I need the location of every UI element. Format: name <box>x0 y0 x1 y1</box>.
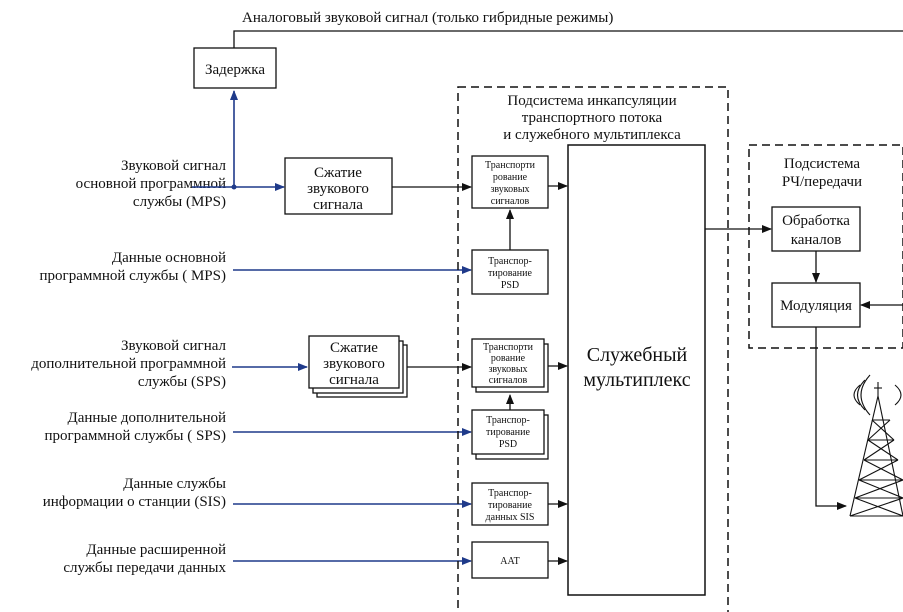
delay-label: Задержка <box>205 62 265 78</box>
codec-mps-label-1: Сжатие <box>314 165 362 181</box>
mod-to-antenna-line <box>815 327 847 510</box>
codec-mps-label-3: сигнала <box>313 197 363 213</box>
transport-psd-sps-box <box>471 409 545 455</box>
rf-title-2: РЧ/передачи <box>782 174 862 190</box>
transport-audio-mps-label-4: сигналов <box>491 196 530 207</box>
transport-audio-mps-label-1: Транспорти <box>485 160 536 171</box>
transport-psd-sps-label-2: тирование <box>486 427 530 438</box>
codec-sps-label-2: звукового <box>323 356 385 372</box>
transport-audio-sps-label-2: рование <box>491 353 526 364</box>
channel-processing-label-2: каналов <box>791 232 842 248</box>
codec-mps-label-2: звукового <box>307 181 369 197</box>
analog-signal-line <box>233 30 903 48</box>
transport-psd-sps-label-3: PSD <box>499 439 517 450</box>
transport-psd-sps-label-1: Транспор- <box>486 415 530 426</box>
sps-audio-label-2: дополнительной программной <box>31 356 226 372</box>
transport-psd-mps-label-3: PSD <box>501 280 519 291</box>
transport-audio-sps-label-1: Транспорти <box>483 342 534 353</box>
encap-title-1: Подсистема инкапсуляции <box>507 93 676 109</box>
antenna-tower-icon <box>849 374 903 517</box>
aad-label-1: Данные расширенной <box>86 542 226 558</box>
transport-audio-mps-label-2: рование <box>493 172 528 183</box>
service-mux-label-2: мультиплекс <box>583 369 690 391</box>
transport-audio-sps-label-4: сигналов <box>489 375 528 386</box>
aat-label: AAT <box>500 556 519 567</box>
sps-data-label-2: программной службы ( SPS) <box>45 428 226 444</box>
transport-audio-sps-box <box>471 338 545 388</box>
sis-label-2: информации о станции (SIS) <box>43 494 226 510</box>
transport-sis-label-1: Транспор- <box>488 488 532 499</box>
sis-label-1: Данные службы <box>123 476 226 492</box>
modulation-label: Модуляция <box>780 298 852 314</box>
rf-subsystem-frame <box>748 144 903 349</box>
mps-audio-label-1: Звуковой сигнал <box>121 158 227 174</box>
codec-sps-label-1: Сжатие <box>330 340 378 356</box>
codec-sps-label-3: сигнала <box>329 372 379 388</box>
channel-processing-label-1: Обработка <box>782 213 850 229</box>
transport-psd-mps-label-2: тирование <box>488 268 532 279</box>
aad-label-2: службы передачи данных <box>63 560 226 576</box>
transport-sis-box <box>471 482 549 526</box>
mps-audio-label-3: службы (MPS) <box>133 194 226 210</box>
sps-data-label-1: Данные дополнительной <box>67 410 226 426</box>
service-mux-label-1: Служебный <box>587 344 688 366</box>
service-mux-box <box>567 144 706 596</box>
transport-audio-sps-label-3: звуковых <box>488 364 527 375</box>
analog-signal-label: Аналоговый звуковой сигнал (только гибри… <box>242 10 613 26</box>
codec-mps-box <box>284 157 393 215</box>
junction-dot <box>231 184 237 190</box>
sps-audio-label-1: Звуковой сигнал <box>121 338 227 354</box>
encap-title-3: и служебного мультиплекса <box>503 127 681 143</box>
encap-title-2: транспортного потока <box>522 110 663 126</box>
rf-title-1: Подсистема <box>784 156 860 172</box>
transport-audio-mps-label-3: звуковых <box>490 184 529 195</box>
delay-box <box>193 47 277 89</box>
channel-processing-box <box>771 206 861 252</box>
codec-sps-box <box>308 335 400 389</box>
transport-sis-label-3: данных SIS <box>486 512 535 523</box>
transport-psd-mps-box <box>471 249 549 295</box>
mps-audio-label-2: основной программной <box>76 176 226 192</box>
sps-audio-label-3: службы (SPS) <box>138 374 226 390</box>
transport-psd-mps-label-1: Транспор- <box>488 256 532 267</box>
mps-data-label-1: Данные основной <box>112 250 226 266</box>
transport-sis-label-2: тирование <box>488 500 532 511</box>
transport-audio-mps-box <box>471 155 549 209</box>
mps-data-label-2: программной службы ( MPS) <box>40 268 226 284</box>
encapsulation-subsystem-frame <box>457 86 729 612</box>
aat-box <box>471 541 549 579</box>
